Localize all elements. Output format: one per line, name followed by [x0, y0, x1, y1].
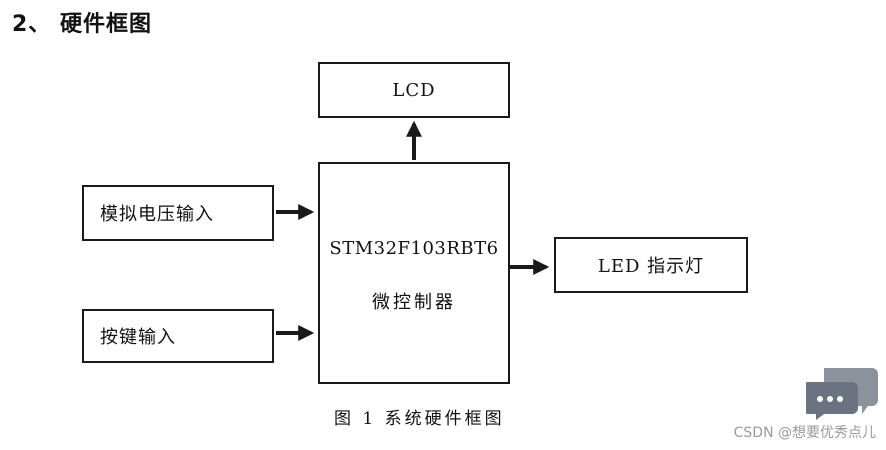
lcd-block: LCD	[318, 62, 510, 118]
lcd-label: LCD	[392, 79, 436, 101]
mcu-type-label: 微控制器	[372, 292, 456, 313]
key-input-block: 按键输入	[82, 309, 274, 363]
microcontroller-block: STM32F103RBT6 微控制器	[318, 162, 510, 384]
led-indicator-label: LED 指示灯	[597, 256, 705, 277]
chat-bubble-icon	[806, 368, 878, 420]
led-indicator-block: LED 指示灯	[554, 237, 748, 293]
watermark-text: CSDN @想要优秀点儿	[733, 425, 876, 441]
analog-input-block: 模拟电压输入	[82, 185, 274, 241]
figure-caption: 图 1 系统硬件框图	[334, 409, 505, 429]
key-input-label: 按键输入	[100, 327, 176, 348]
mcu-model-label: STM32F103RBT6	[329, 238, 499, 259]
analog-input-label: 模拟电压输入	[100, 204, 214, 225]
section-heading: 2、 硬件框图	[12, 12, 152, 37]
